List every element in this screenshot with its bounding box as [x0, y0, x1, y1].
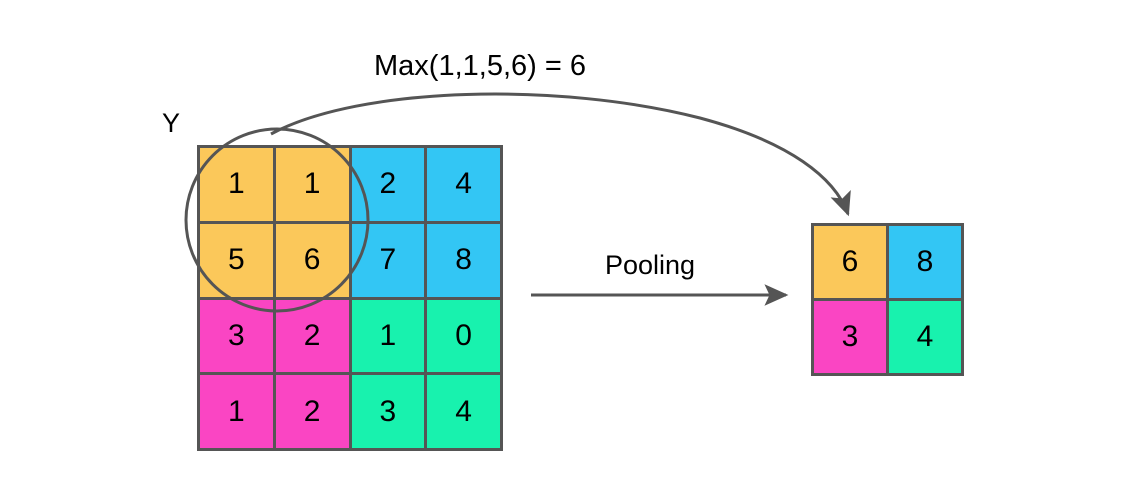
input-matrix-cell-r2-c1: 2	[275, 299, 349, 373]
input-matrix-cell-r2-c3: 0	[427, 299, 500, 373]
output-matrix-cell-r0-c1: 8	[889, 226, 961, 298]
input-matrix-cell-r3-c3: 4	[427, 375, 500, 448]
input-matrix-cell-r0-c1: 1	[275, 148, 349, 221]
max-formula-label: Max(1,1,5,6) = 6	[374, 50, 586, 82]
output-matrix-cell-r0-c0: 6	[814, 226, 886, 298]
input-matrix-cell-r1-c3: 8	[427, 223, 500, 297]
pooling-operation-label: Pooling	[605, 250, 696, 280]
input-matrix-cell-r0-c0: 1	[200, 148, 273, 221]
input-matrix-cell-r1-c0: 5	[200, 223, 273, 297]
output-matrix-cell-r1-c1: 4	[889, 301, 961, 373]
input-matrix-cell-r2-c0: 3	[200, 299, 273, 373]
input-matrix-cell-r3-c0: 1	[200, 375, 273, 448]
output-matrix-cell-r1-c0: 3	[814, 301, 886, 373]
input-matrix-cell-r0-c3: 4	[427, 148, 500, 221]
input-matrix-cell-r3-c1: 2	[275, 375, 349, 448]
input-matrix-cell-r2-c2: 1	[351, 299, 425, 373]
input-matrix-cell-r1-c2: 7	[351, 223, 425, 297]
input-matrix-cell-r3-c2: 3	[351, 375, 425, 448]
input-matrix-label: Y	[162, 108, 181, 138]
input-matrix-cell-r0-c2: 2	[351, 148, 425, 221]
input-matrix-cell-r1-c1: 6	[275, 223, 349, 297]
